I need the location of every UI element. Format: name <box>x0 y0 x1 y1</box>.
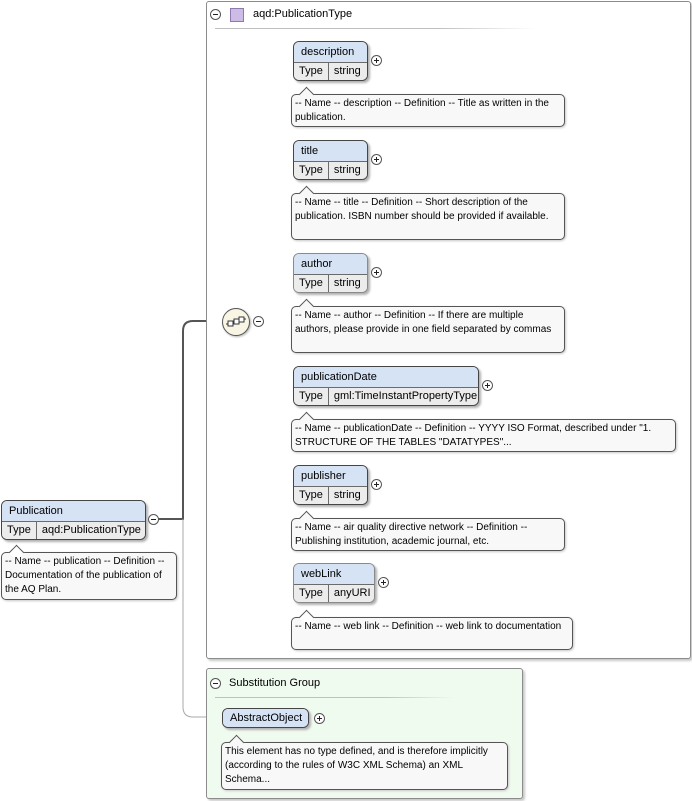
documentation-text: -- Name -- web link -- Definition -- web… <box>295 621 562 632</box>
title-divider <box>215 28 535 29</box>
complex-type-icon <box>230 8 244 22</box>
documentation-note: -- Name -- web link -- Definition -- web… <box>291 609 573 650</box>
collapse-icon[interactable] <box>210 678 221 689</box>
type-value: string <box>333 164 361 176</box>
type-label: Type <box>294 63 329 80</box>
type-value: aqd:PublicationType <box>41 524 141 536</box>
element-weblink[interactable]: webLink Type anyURI <box>293 563 375 603</box>
documentation-note: This element has no type defined, and is… <box>221 734 508 790</box>
expand-icon[interactable] <box>371 267 382 278</box>
documentation-text: -- Name -- author -- Definition -- If th… <box>295 310 552 335</box>
expand-icon[interactable] <box>378 577 389 588</box>
type-value: anyURI <box>333 587 371 599</box>
collapse-icon[interactable] <box>210 9 221 20</box>
type-value: string <box>333 489 361 501</box>
expand-icon[interactable] <box>371 479 382 490</box>
type-value: gml:TimeInstantPropertyType <box>333 390 478 402</box>
element-publication[interactable]: Publication Type aqd:PublicationType <box>1 500 146 540</box>
type-label: Type <box>294 275 329 292</box>
element-abstractobject[interactable]: AbstractObject <box>222 708 309 728</box>
element-publisher[interactable]: publisher Type string <box>293 465 368 505</box>
element-name: publicationDate <box>294 367 478 388</box>
documentation-text: -- Name -- air quality directive network… <box>295 522 528 547</box>
documentation-note: -- Name -- title -- Definition -- Short … <box>291 185 565 240</box>
expand-icon[interactable] <box>371 55 382 66</box>
type-label: Type <box>294 162 329 179</box>
documentation-text: -- Name -- publicationDate -- Definition… <box>295 423 652 448</box>
documentation-text: This element has no type defined, and is… <box>225 746 488 785</box>
expand-icon[interactable] <box>482 380 493 391</box>
expand-icon[interactable] <box>371 154 382 165</box>
element-name: Publication <box>2 501 145 522</box>
element-title[interactable]: title Type string <box>293 140 368 180</box>
documentation-note: -- Name -- description -- Definition -- … <box>291 86 565 127</box>
element-name: author <box>294 254 367 275</box>
documentation-note: -- Name -- publication -- Definition -- … <box>1 544 177 600</box>
collapse-icon[interactable] <box>148 514 159 525</box>
documentation-text: -- Name -- title -- Definition -- Short … <box>295 197 549 222</box>
collapse-icon[interactable] <box>253 316 264 327</box>
type-value: string <box>333 65 361 77</box>
element-name: title <box>294 141 367 162</box>
documentation-note: -- Name -- author -- Definition -- If th… <box>291 298 565 353</box>
title-divider <box>215 697 455 698</box>
documentation-note: -- Name -- air quality directive network… <box>291 510 565 551</box>
element-name: AbstractObject <box>223 709 308 727</box>
element-name: webLink <box>294 564 374 585</box>
sequence-compositor-icon[interactable] <box>222 308 250 336</box>
complex-type-title: aqd:PublicationType <box>253 8 353 20</box>
documentation-note: -- Name -- publicationDate -- Definition… <box>291 411 676 452</box>
type-value: string <box>333 277 361 289</box>
documentation-text: -- Name -- publication -- Definition -- … <box>5 556 165 595</box>
expand-icon[interactable] <box>314 713 325 724</box>
type-label: Type <box>2 522 37 539</box>
type-label: Type <box>294 388 329 405</box>
element-author[interactable]: author Type string <box>293 253 368 293</box>
type-label: Type <box>294 487 329 504</box>
element-name: description <box>294 42 367 63</box>
documentation-text: -- Name -- description -- Definition -- … <box>295 98 549 123</box>
type-label: Type <box>294 585 329 602</box>
substitution-group-title: Substitution Group <box>229 677 321 689</box>
element-publicationdate[interactable]: publicationDate Type gml:TimeInstantProp… <box>293 366 479 406</box>
element-name: publisher <box>294 466 367 487</box>
element-description[interactable]: description Type string <box>293 41 368 81</box>
